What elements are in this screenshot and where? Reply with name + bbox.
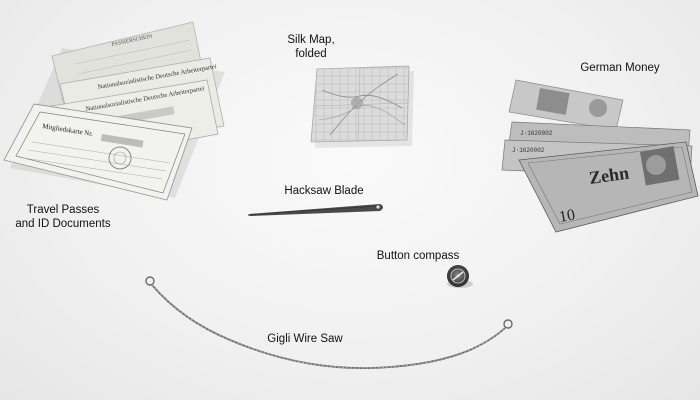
silk-map bbox=[310, 65, 414, 148]
button-compass-label: Button compass bbox=[376, 250, 460, 262]
silk-map-label: Silk Map, folded bbox=[276, 33, 346, 61]
travel-documents: PASSIERSCHEIN Nationalsozialistische Deu… bbox=[3, 21, 225, 201]
gigli-wire-saw bbox=[145, 276, 513, 370]
blade-hole bbox=[376, 205, 380, 209]
button-compass bbox=[447, 265, 473, 288]
banknote-denomination: 10 bbox=[558, 206, 577, 226]
banknote-serial-2: J·1620002 bbox=[520, 130, 553, 137]
gigli-wire-saw-label: Gigli Wire Saw bbox=[267, 333, 343, 345]
stamp-mark bbox=[108, 146, 132, 170]
silk-map-label-line-2: folded bbox=[295, 48, 327, 60]
saw-ring-right bbox=[503, 319, 513, 329]
german-money-label: German Money bbox=[580, 62, 660, 74]
silk-map-label-line-1: Silk Map, bbox=[287, 34, 335, 46]
banknote-front: Zehn 10 bbox=[518, 141, 699, 233]
banknote-serial-3: J·1620002 bbox=[512, 147, 545, 154]
travel-passes-label-line-2: and ID Documents bbox=[15, 218, 111, 230]
hacksaw-blade bbox=[248, 204, 383, 216]
membership-card-front: Mitgliedskarte Nr. bbox=[3, 103, 193, 201]
travel-passes-label-line-1: Travel Passes bbox=[26, 204, 100, 216]
travel-passes-label: Travel Passes and ID Documents bbox=[8, 203, 118, 231]
hacksaw-blade-label: Hacksaw Blade bbox=[284, 185, 364, 197]
saw-ring-left bbox=[145, 276, 155, 286]
german-money: J·1620002 J·1620002 Zehn 10 bbox=[501, 79, 699, 233]
banknote-back bbox=[508, 79, 624, 131]
portrait-icon bbox=[646, 155, 666, 175]
